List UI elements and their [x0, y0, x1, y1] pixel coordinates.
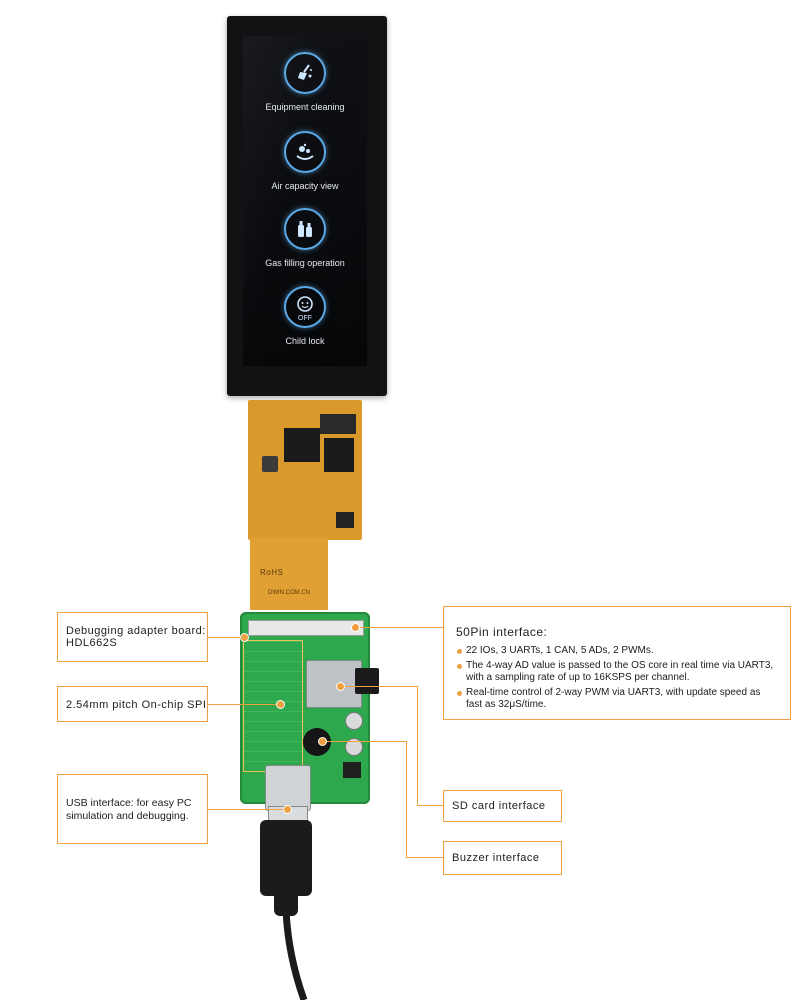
leader-line [208, 637, 248, 638]
callout-text: simulation and debugging. [66, 810, 189, 822]
menu-item-child-lock[interactable]: OFF Child lock [243, 286, 367, 346]
menu-item-gas-filling-operation[interactable]: Gas filling operation [243, 208, 367, 268]
callout-spi: 2.54mm pitch On-chip SPI [57, 686, 208, 722]
ic-chip [343, 762, 361, 778]
menu-item-equipment-cleaning[interactable]: Equipment cleaning [243, 52, 367, 112]
marker-dot [336, 682, 345, 691]
menu-label: Equipment cleaning [265, 102, 345, 112]
marker-dot [276, 700, 285, 709]
callout-text: SD card interface [452, 800, 546, 812]
menu-label: Child lock [285, 336, 325, 346]
driver-board [248, 400, 362, 540]
air-bubbles-icon [284, 131, 326, 173]
callout-title: 50Pin interface: [456, 625, 548, 639]
callout-sd-card-interface: SD card interface [443, 790, 562, 822]
callout-50pin-interface: 50Pin interface: 22 IOs, 3 UARTs, 1 CAN,… [443, 606, 791, 720]
fpc-connector [248, 620, 364, 636]
usb-cable [282, 910, 308, 1000]
leader-line [340, 686, 417, 687]
callout-text: Buzzer interface [452, 852, 540, 864]
marker-dot [240, 633, 249, 642]
broom-icon [284, 52, 326, 94]
bullet-item: The 4-way AD value is passed to the OS c… [457, 660, 778, 684]
leader-line [406, 741, 407, 858]
leader-line [208, 809, 286, 810]
bullet-item: Real-time control of 2-way PWM via UART3… [457, 687, 778, 711]
menu-label: Air capacity view [271, 181, 339, 191]
menu-label: Gas filling operation [265, 258, 345, 268]
menu-item-air-capacity-view[interactable]: Air capacity view [243, 131, 367, 191]
gas-bottles-icon [284, 208, 326, 250]
child-lock-status: OFF [298, 315, 312, 322]
brand-site-text: DWIN.COM.CN [268, 590, 310, 596]
capacitor [345, 738, 363, 756]
callout-buzzer-interface: Buzzer interface [443, 841, 562, 875]
leader-line [417, 686, 418, 805]
callout-text: USB interface: for easy PC [66, 797, 192, 809]
callout-text: HDL662S [66, 637, 118, 649]
callout-usb-interface: USB interface: for easy PC simulation an… [57, 774, 208, 844]
sd-card [355, 668, 379, 694]
leader-line [208, 704, 280, 705]
callout-text: 2.54mm pitch On-chip SPI [66, 699, 207, 711]
spi-pin-header [243, 640, 303, 772]
display-screen: Equipment cleaning Air capacity view Gas… [243, 36, 367, 366]
rohs-logo: RoHS [260, 568, 284, 577]
capacitor [345, 712, 363, 730]
callout-debug-adapter-board: Debugging adapter board: HDL662S [57, 612, 208, 662]
leader-line [355, 627, 445, 628]
callout-text: Debugging adapter board: [66, 625, 206, 637]
usb-plug-body [260, 820, 312, 896]
bullet-list: 22 IOs, 3 UARTs, 1 CAN, 5 ADs, 2 PWMs. T… [456, 645, 778, 711]
leader-line [406, 857, 444, 858]
child-face-icon: OFF [284, 286, 326, 328]
bullet-item: 22 IOs, 3 UARTs, 1 CAN, 5 ADs, 2 PWMs. [457, 645, 778, 657]
usb-port [265, 765, 311, 811]
fpc-cable [250, 538, 328, 610]
marker-dot [318, 737, 327, 746]
marker-dot [351, 623, 360, 632]
leader-line [322, 741, 407, 742]
marker-dot [283, 805, 292, 814]
leader-line [417, 805, 444, 806]
sd-card-slot [306, 660, 362, 708]
